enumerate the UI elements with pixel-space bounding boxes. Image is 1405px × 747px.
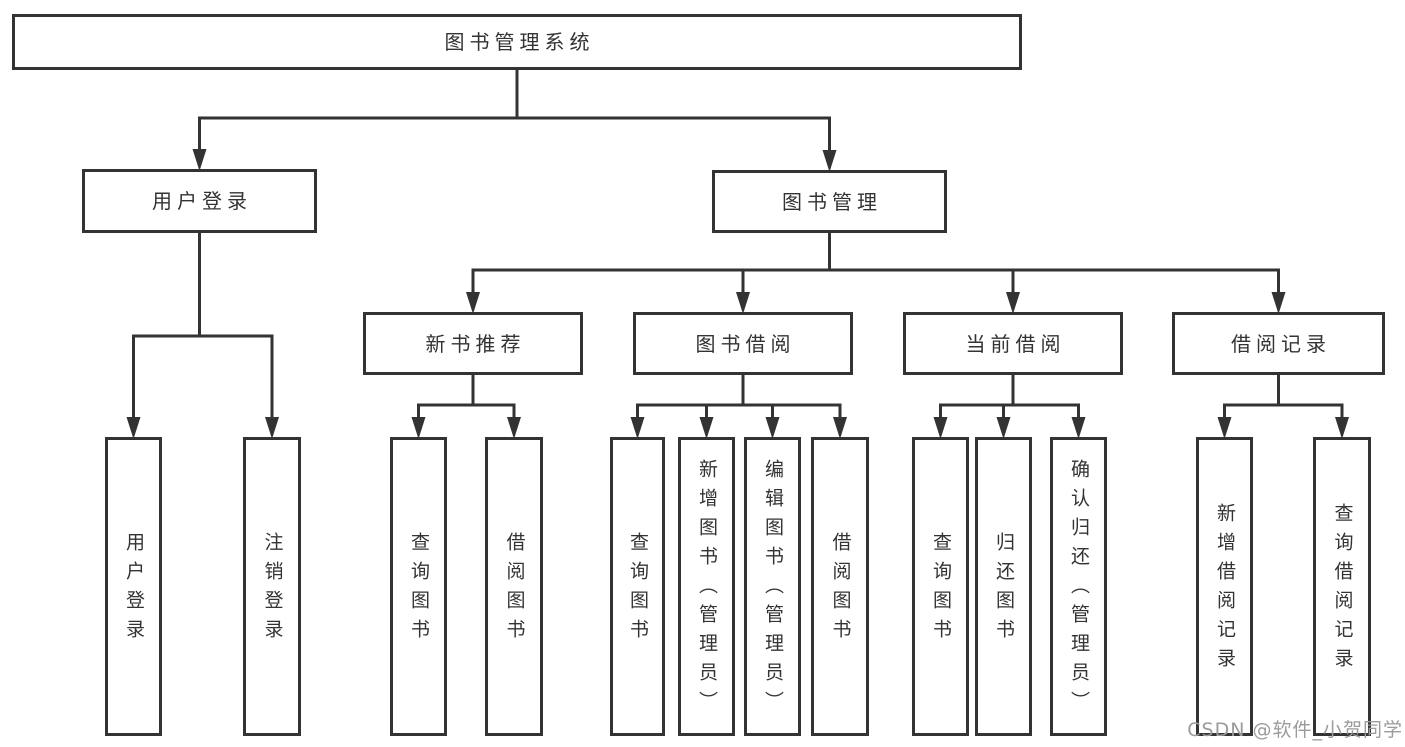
- node-current-borrow: 当前借阅: [903, 312, 1123, 375]
- node-leaf-query-book-3: 查询图书: [912, 437, 969, 736]
- connector-arrowhead: [822, 150, 837, 172]
- connector-arrowhead: [630, 417, 645, 439]
- connector-arrowhead: [1006, 292, 1020, 314]
- connector-arrowhead: [996, 417, 1011, 439]
- connector-arrowhead: [765, 417, 780, 439]
- connector-arrowhead: [1271, 292, 1286, 314]
- node-leaf-add-borrow-rec: 新增借阅记录: [1196, 437, 1253, 736]
- connector-arrowhead: [1335, 417, 1349, 439]
- node-leaf-borrow-book-2: 借阅图书: [811, 437, 869, 736]
- node-book-borrow: 图书借阅: [633, 312, 853, 375]
- connector-arrowhead: [1217, 417, 1232, 439]
- csdn-watermark: CSDN @软件_小贺同学: [1187, 719, 1403, 741]
- connector-arrowhead: [466, 292, 480, 314]
- connector-arrowhead: [933, 417, 948, 439]
- node-leaf-user-login: 用户登录: [105, 437, 162, 736]
- connector-arrowhead: [126, 417, 141, 439]
- node-leaf-edit-book: 编辑图书（管理员）: [744, 437, 801, 736]
- node-leaf-confirm-return: 确认归还（管理员）: [1050, 437, 1107, 736]
- node-borrow-records: 借阅记录: [1172, 312, 1385, 375]
- node-leaf-query-book-1: 查询图书: [390, 437, 447, 736]
- node-leaf-query-book-2: 查询图书: [610, 437, 665, 736]
- connector-arrowhead: [411, 417, 426, 439]
- node-user-login: 用户登录: [82, 169, 317, 233]
- connector-arrowhead: [699, 417, 714, 439]
- connector-arrowhead: [736, 292, 750, 314]
- node-leaf-borrow-book-1: 借阅图书: [485, 437, 543, 736]
- node-leaf-logout: 注销登录: [243, 437, 301, 736]
- node-leaf-query-borrow-rec: 查询借阅记录: [1313, 437, 1371, 736]
- node-leaf-return-book: 归还图书: [975, 437, 1032, 736]
- connector-arrowhead: [1071, 417, 1086, 439]
- connector-arrowhead: [192, 149, 207, 171]
- node-leaf-add-book: 新增图书（管理员）: [678, 437, 735, 736]
- connector-arrowhead: [507, 417, 521, 439]
- node-new-book-rec: 新书推荐: [363, 312, 583, 375]
- node-book-mgmt: 图书管理: [712, 170, 947, 233]
- node-root: 图书管理系统: [12, 14, 1022, 70]
- connector-arrowhead: [833, 417, 847, 439]
- connector-arrowhead: [265, 417, 279, 439]
